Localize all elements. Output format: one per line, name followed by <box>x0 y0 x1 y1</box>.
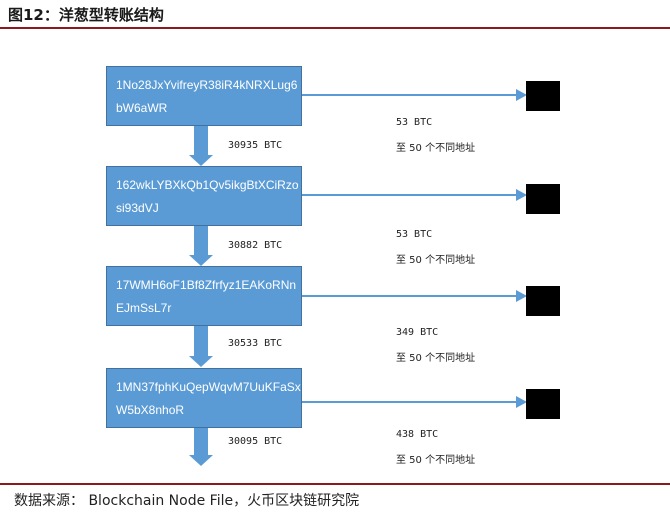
bottom-divider <box>0 483 670 485</box>
source-note: 数据来源： Blockchain Node File，火币区块链研究院 <box>14 493 360 509</box>
output-amount-1: 53 BTC <box>396 117 433 128</box>
output-arrow-head-4 <box>516 396 527 408</box>
address-box-2: 162wkLYBXkQb1Qv5ikgBtXCiRzosi93dVJ <box>106 166 302 226</box>
output-arrow-line-4 <box>302 401 518 403</box>
forward-amount-1: 30935 BTC <box>228 140 283 151</box>
forward-arrow-head-2 <box>189 255 213 266</box>
forward-amount-3: 30533 BTC <box>228 338 283 349</box>
forward-arrow-shaft-3 <box>194 326 208 356</box>
destination-box-1 <box>526 81 560 111</box>
forward-arrow-shaft-4 <box>194 428 208 455</box>
forward-arrow-shaft-2 <box>194 226 208 255</box>
forward-arrow-head-1 <box>189 155 213 166</box>
output-amount-4: 438 BTC <box>396 429 439 440</box>
output-desc-1: 至 50 个不同地址 <box>396 143 476 154</box>
output-arrow-line-3 <box>302 295 518 297</box>
output-arrow-head-2 <box>516 189 527 201</box>
output-desc-3: 至 50 个不同地址 <box>396 353 476 364</box>
forward-amount-2: 30882 BTC <box>228 240 283 251</box>
forward-arrow-head-3 <box>189 356 213 367</box>
address-box-1: 1No28JxYvifreyR38iR4kNRXLug6bW6aWR <box>106 66 302 126</box>
output-desc-2: 至 50 个不同地址 <box>396 255 476 266</box>
address-box-3: 17WMH6oF1Bf8Zfrfyz1EAKoRNnEJmSsL7r <box>106 266 302 326</box>
forward-arrow-shaft-1 <box>194 126 208 155</box>
destination-box-2 <box>526 184 560 214</box>
destination-box-4 <box>526 389 560 419</box>
forward-arrow-head-4 <box>189 455 213 466</box>
forward-amount-4: 30095 BTC <box>228 436 283 447</box>
destination-box-3 <box>526 286 560 316</box>
top-divider <box>0 27 670 29</box>
output-arrow-head-3 <box>516 290 527 302</box>
output-arrow-head-1 <box>516 89 527 101</box>
output-arrow-line-1 <box>302 94 518 96</box>
output-desc-4: 至 50 个不同地址 <box>396 455 476 466</box>
output-amount-2: 53 BTC <box>396 229 433 240</box>
figure-title: 图12：洋葱型转账结构 <box>8 6 164 24</box>
output-amount-3: 349 BTC <box>396 327 439 338</box>
address-box-4: 1MN37fphKuQepWqvM7UuKFaSxW5bX8nhoR <box>106 368 302 428</box>
output-arrow-line-2 <box>302 194 518 196</box>
